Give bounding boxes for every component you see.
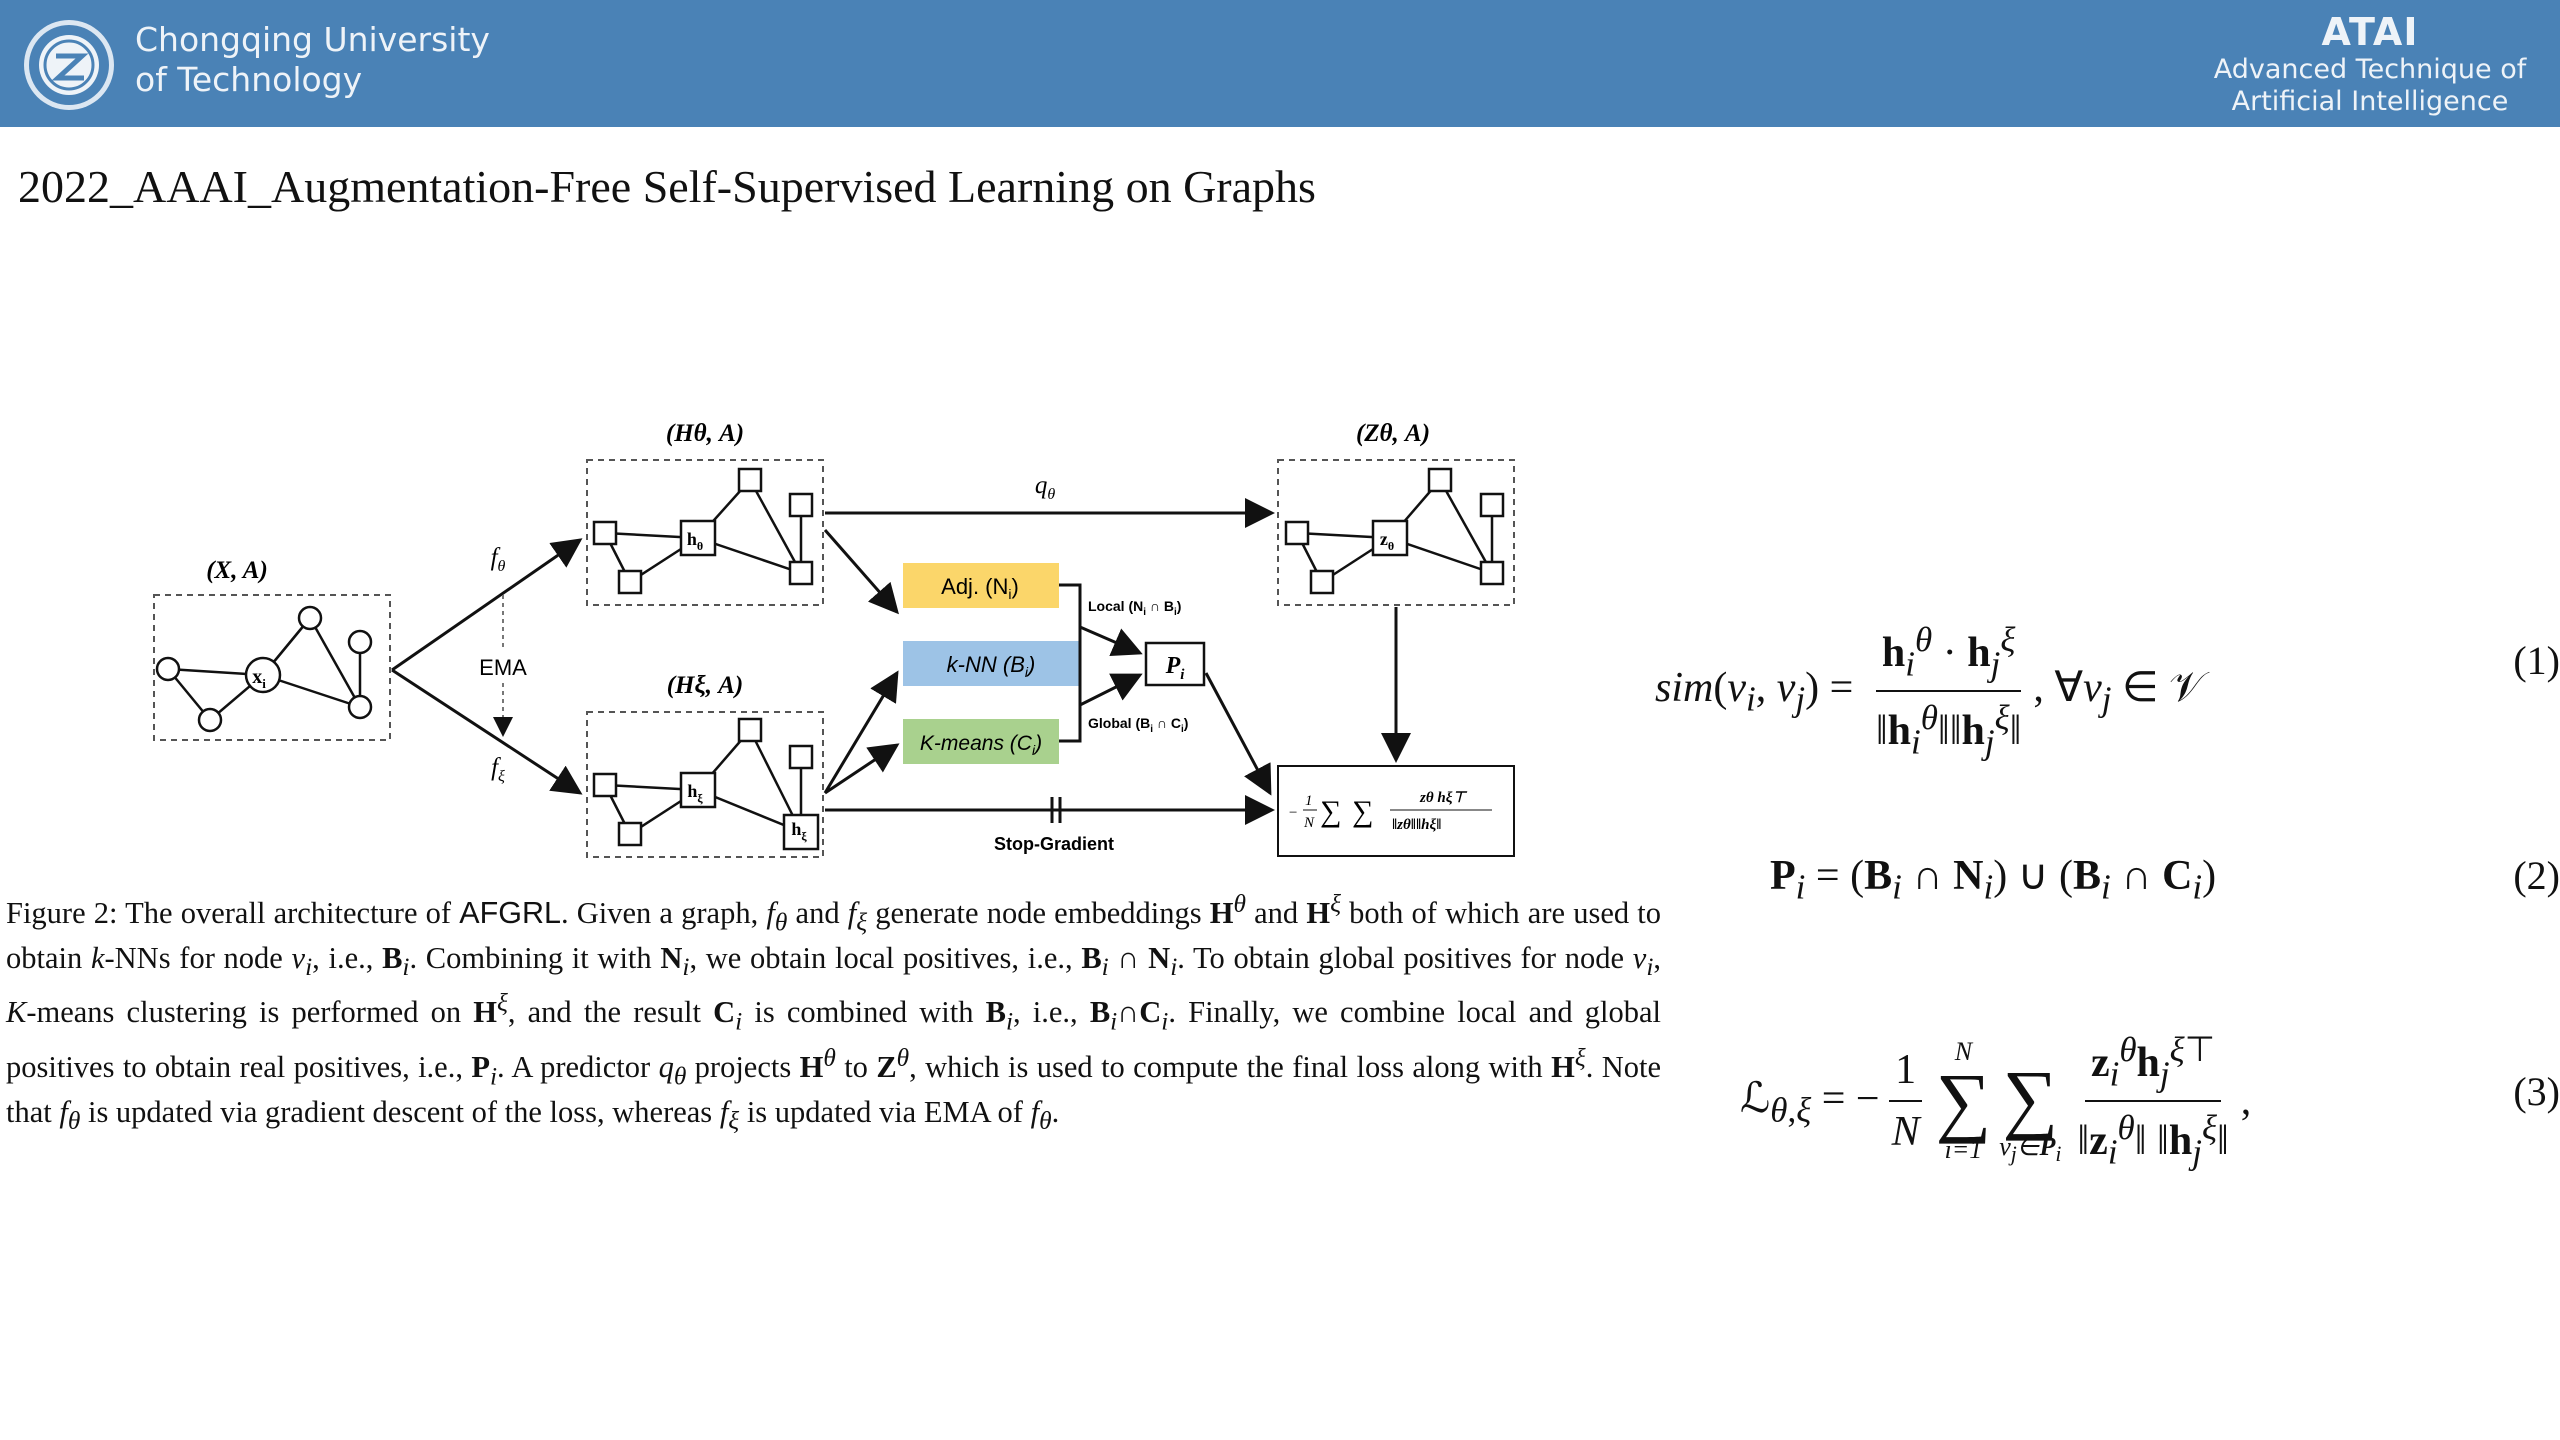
lab-line-1: Advanced Technique of [2213,54,2527,85]
knn-box [903,641,1079,686]
svg-text:‖zθ‖‖hξ‖: ‖zθ‖‖hξ‖ [1392,817,1441,833]
h-xi-node-label-j: hξ [791,819,807,843]
xa-label: (X, A) [206,557,268,584]
caption-text: and [787,896,848,931]
z-graph [1284,467,1505,595]
lab-logo: ATAI Advanced Technique of Artificial In… [2200,10,2540,118]
caption-text: . A predictor [497,1049,659,1084]
university-line-1: Chongqing University [135,20,490,59]
f-theta-arrow [391,538,583,672]
h-theta-graph [592,467,814,595]
caption-text: . To obtain global positives for node [1177,941,1633,976]
figure-caption: Figure 2: The overall architecture of AF… [6,890,1662,1135]
caption-text: generate node embeddings [867,896,1210,931]
h-xi-graph [592,717,820,851]
lab-name: ATAI [2321,10,2419,54]
architecture-diagram: (X, A) xi fθ fξ EMA (Hθ, A) hθ (Hξ, A) [153,420,1515,858]
svg-text:1: 1 [1305,793,1313,809]
header-bar: Chongqing University of Technology ATAI … [0,0,2560,127]
h-theta-node-label: hθ [687,529,703,553]
z-box [1277,459,1515,606]
caption-text: , [1653,941,1662,976]
equation-1-number: (1) [2513,638,2560,683]
h-xi-label: (Hξ, A) [667,672,744,699]
svg-text:N: N [1303,815,1315,831]
svg-text:−: − [1288,805,1298,821]
p-box [1144,641,1206,687]
loss-formula-mini: − 1N ∑ ∑ zθ hξ⊤ ‖zθ‖‖hξ‖ [1288,790,1492,833]
lab-line-2: Artificial Intelligence [2231,86,2509,117]
z-label: (Zθ, A) [1356,420,1430,447]
caption-text: , which is used to compute the final los… [909,1049,1552,1084]
caption-text: The overall architecture of [117,896,460,931]
h-xi-node-label: hξ [687,781,703,805]
caption-text: . Note that [6,1049,1661,1129]
z-node-label: zθ [1380,529,1394,553]
equation-1: sim(vi, vj) = hiθ · hjξ ‖hiθ‖‖hjξ‖ , ∀vj… [1655,620,2560,762]
loss-box [1277,765,1515,857]
caption-text: , and the result [507,995,714,1030]
caption-text: is updated via gradient descent of the l… [80,1094,720,1129]
caption-text: , i.e., [1013,995,1090,1030]
svg-text:∑: ∑ [1352,795,1373,828]
svg-text:zθ hξ⊤: zθ hξ⊤ [1419,790,1467,806]
f-theta-label: fθ [491,544,506,575]
stop-gradient-label: Stop-Gradient [994,834,1114,854]
equation-3-number: (3) [2513,1069,2560,1114]
slide-title: 2022_AAAI_Augmentation-Free Self-Supervi… [18,161,1316,212]
caption-text: to [835,1049,877,1084]
input-graph [155,605,373,733]
caption-text: . Given a graph, [560,896,767,931]
global-label: Global (Bi ∩ Ci) [1088,715,1188,735]
knn-label: k-NN (Bi) [947,652,1036,680]
university-name: Chongqing University of Technology [135,20,490,100]
p-label: Pi [1165,653,1186,683]
caption-text: . [1051,1094,1060,1129]
equation-2-number: (2) [2513,853,2560,898]
method-name: AFGRL [459,896,561,931]
adj-box [903,563,1059,608]
ema-label: EMA [479,655,527,680]
caption-text: -means clustering is performed on [26,995,474,1030]
adj-label: Adj. (Ni) [941,574,1019,602]
h-xi-box [586,711,824,858]
caption-text: is combined with [742,995,986,1030]
caption-text: . Combining it with [409,941,661,976]
svg-text:∑: ∑ [1320,795,1341,828]
university-logo-icon [24,20,114,110]
caption-text: -NNs for node [104,941,292,976]
university-line-2: of Technology [135,60,363,99]
kmeans-label: K-means (Ci) [920,732,1042,758]
h-theta-box [586,459,824,606]
caption-text: and [1245,896,1307,931]
figure-label: Figure 2: [6,896,118,931]
caption-text: is updated via EMA of [739,1094,1031,1129]
local-label: Local (Ni ∩ Bi) [1088,598,1181,618]
caption-text: , we obtain local positives, i.e., [689,941,1082,976]
h-theta-label: (Hθ, A) [666,420,744,447]
f-xi-label: fξ [491,754,505,785]
input-graph-box [153,594,391,741]
caption-text: both of which are used to obtain [6,896,1662,976]
caption-text: , i.e., [312,941,383,976]
input-node-label: xi [252,666,266,691]
kmeans-box [903,719,1059,764]
f-xi-arrow [391,668,583,795]
equation-2: Pi = (Bi ∩ Ni) ∪ (Bi ∩ Ci) (2) [1770,853,2560,907]
q-theta-label: qθ [1035,472,1056,503]
caption-text: . Finally, we combine local and global p… [6,995,1662,1084]
caption-text: projects [686,1049,800,1084]
